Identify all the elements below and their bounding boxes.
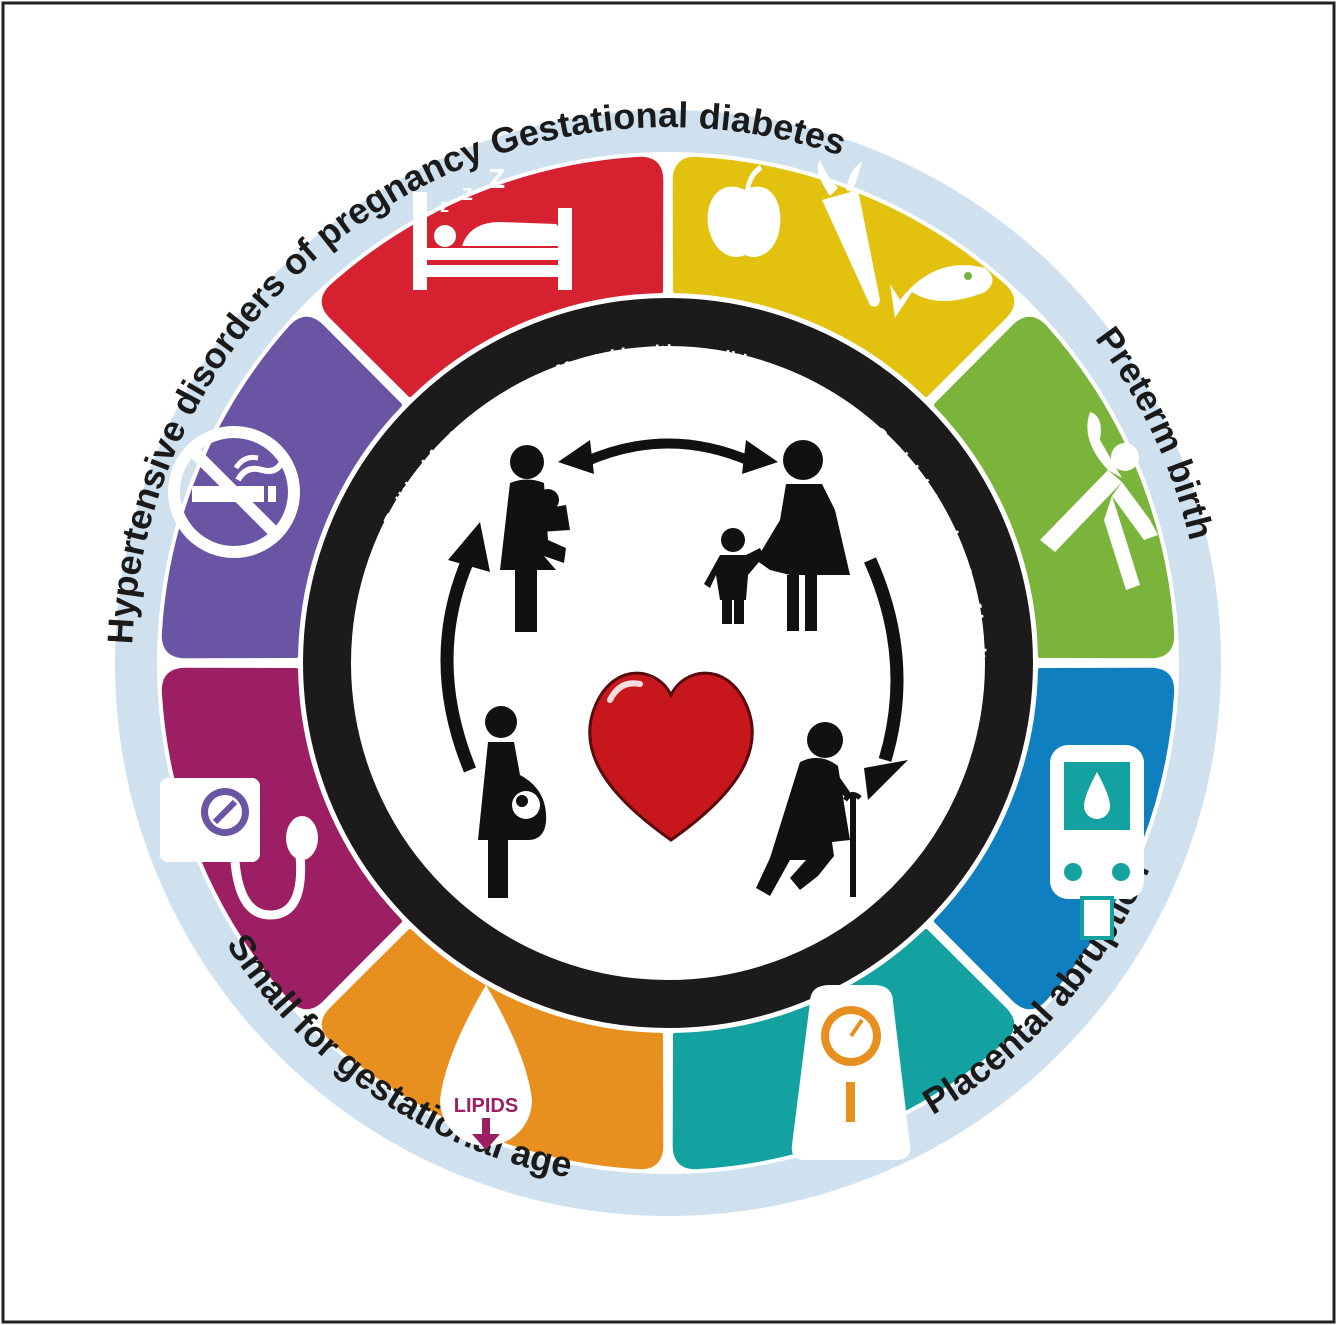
weighing-scale-icon: [791, 985, 911, 1160]
blood-pressure-cuff-icon: [160, 778, 318, 920]
no-smoking-icon: [168, 426, 300, 558]
svg-text:Z: Z: [488, 163, 505, 194]
segment-blood-pressure: [161, 316, 403, 659]
elderly-person-with-cane-icon: [756, 722, 862, 897]
stretching-person-icon: [1040, 412, 1158, 590]
lipids-text: LIPIDS: [454, 1095, 518, 1117]
heart-highlight: [607, 680, 643, 703]
svg-text:z: z: [440, 196, 449, 216]
glucometer-icon: [1050, 745, 1144, 940]
pregnant-woman-icon: [478, 706, 547, 898]
inner-factors-ring: [303, 298, 1033, 1028]
cycle-arrow-down-icon: [864, 557, 908, 800]
cycle-arrow-up-icon: [440, 522, 490, 773]
double-arrow-icon: [558, 438, 778, 474]
woman-with-child-icon: [704, 440, 850, 631]
bed-sleep-icon: z z Z: [413, 163, 572, 290]
heart-icon: [588, 671, 754, 842]
svg-text:z: z: [462, 180, 473, 205]
mother-with-baby-icon: [500, 445, 570, 632]
apple-carrot-fish-icon: [707, 160, 993, 318]
outer-outcomes-ring: [115, 110, 1221, 1216]
lipids-drop-icon: LIPIDS: [440, 985, 532, 1150]
segment-diet: [933, 316, 1175, 659]
segment-lipids: [161, 667, 403, 1010]
